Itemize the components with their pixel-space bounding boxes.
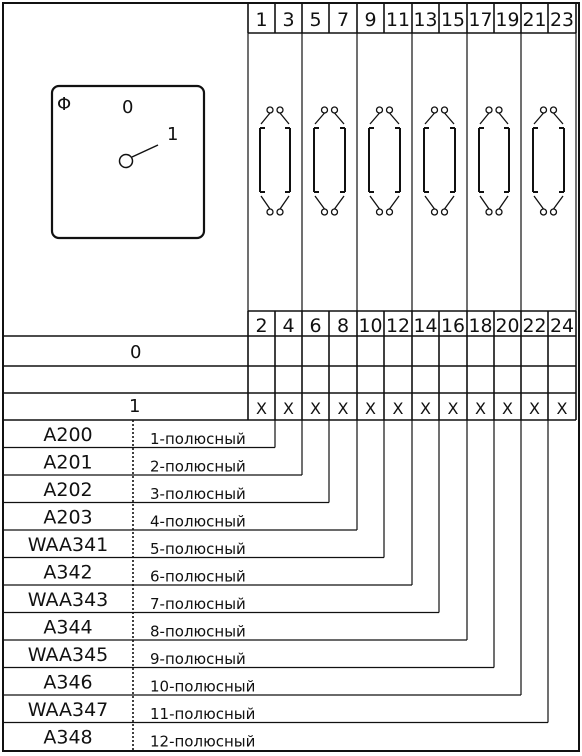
position-mark: X (393, 399, 404, 418)
variant-row: WAA341 5-полюсный (28, 534, 246, 558)
variant-row: A202 3-полюсный (43, 479, 245, 503)
variant-row: WAA347 11-полюсный (28, 699, 256, 723)
variant-code: A348 (43, 727, 92, 749)
top-terminal-15: 15 (441, 9, 465, 31)
variant-code: WAA345 (28, 644, 109, 666)
variant-code: A346 (43, 672, 92, 694)
variant-description: 5-полюсный (150, 540, 246, 558)
variant-description: 2-полюсный (150, 458, 246, 476)
position-mark: X (310, 399, 321, 418)
variant-description: 3-полюсный (150, 485, 246, 503)
variant-description: 12-полюсный (150, 733, 255, 751)
variant-description: 8-полюсный (150, 623, 246, 641)
top-terminal-21: 21 (523, 9, 547, 31)
bottom-terminal-4: 4 (282, 315, 294, 337)
variant-row: A200 1-полюсный (43, 424, 245, 448)
position-0-label: 0 (122, 97, 133, 118)
position-mark: X (283, 399, 294, 418)
position-table: 0 1 (129, 342, 141, 417)
top-terminal-7: 7 (337, 9, 349, 31)
bottom-terminal-22: 22 (523, 315, 547, 337)
position-row-0-label: 0 (130, 342, 141, 363)
variant-row: A348 12-полюсный (43, 727, 255, 751)
bottom-terminal-12: 12 (386, 315, 410, 337)
variant-description: 7-полюсный (150, 595, 246, 613)
top-terminal-13: 13 (414, 9, 438, 31)
position-1-label: 1 (167, 124, 178, 145)
bottom-terminal-10: 10 (359, 315, 383, 337)
bottom-terminal-6: 6 (309, 315, 321, 337)
contact-pair (532, 106, 565, 216)
bottom-terminal-8: 8 (337, 315, 349, 337)
variant-description: 6-полюсный (150, 568, 246, 586)
variant-description: 9-полюсный (150, 650, 246, 668)
variant-row: A203 4-полюсный (43, 507, 245, 531)
variant-row: WAA345 9-полюсный (28, 644, 246, 668)
phi-label: Φ (57, 94, 71, 115)
variant-description: 1-полюсный (150, 430, 246, 448)
switch-symbol: Φ 0 1 (50, 84, 206, 240)
terminal-grid (3, 3, 577, 421)
variant-description: 11-полюсный (150, 705, 255, 723)
variant-code: WAA343 (28, 589, 109, 611)
variant-connector-lines (3, 420, 549, 724)
bottom-terminal-2: 2 (255, 315, 267, 337)
variant-code: WAA341 (28, 534, 109, 556)
variant-row: WAA343 7-полюсный (28, 589, 246, 613)
variant-row: A344 8-полюсный (43, 617, 245, 641)
variant-code: WAA347 (28, 699, 109, 721)
position-mark: X (420, 399, 431, 418)
contact-pair (259, 106, 291, 216)
top-terminal-23: 23 (550, 9, 574, 31)
bottom-terminal-16: 16 (441, 315, 465, 337)
switch-lever (131, 144, 159, 158)
position-mark: X (338, 399, 349, 418)
position-mark: X (502, 399, 513, 418)
top-terminal-1: 1 (255, 9, 267, 31)
bottom-terminal-20: 20 (496, 315, 520, 337)
variant-description: 4-полюсный (150, 513, 246, 531)
variant-code: A201 (43, 452, 92, 474)
bottom-terminal-24: 24 (550, 315, 574, 337)
switch-pivot (118, 153, 134, 169)
bottom-terminal-14: 14 (414, 315, 438, 337)
top-terminal-3: 3 (282, 9, 294, 31)
variant-code: A202 (43, 479, 92, 501)
top-terminal-17: 17 (469, 9, 493, 31)
position-mark: X (365, 399, 376, 418)
position-mark: X (557, 399, 568, 418)
contact-pair (478, 106, 510, 216)
position-mark: X (475, 399, 486, 418)
switch-symbol-box (50, 84, 206, 240)
position-mark: X (448, 399, 459, 418)
variant-code: A203 (43, 507, 92, 529)
variant-code: A344 (43, 617, 92, 639)
position-row-1-label: 1 (129, 396, 140, 417)
contact-pair (368, 106, 401, 216)
contact-pair (423, 106, 456, 216)
position-mark: X (256, 399, 267, 418)
bottom-terminal-18: 18 (469, 315, 493, 337)
variant-row: A201 2-полюсный (43, 452, 245, 476)
top-terminal-5: 5 (309, 9, 321, 31)
variant-description: 10-полюсный (150, 678, 255, 696)
variant-code: A342 (43, 562, 92, 584)
position-mark: X (529, 399, 540, 418)
variant-code: A200 (43, 424, 92, 446)
top-terminal-19: 19 (496, 9, 520, 31)
variant-row: A342 6-полюсный (43, 562, 245, 586)
top-terminal-11: 11 (386, 9, 410, 31)
contact-pair (313, 106, 346, 216)
contact-pairs (259, 106, 565, 216)
variant-row: A346 10-полюсный (43, 672, 255, 696)
top-terminal-9: 9 (364, 9, 376, 31)
